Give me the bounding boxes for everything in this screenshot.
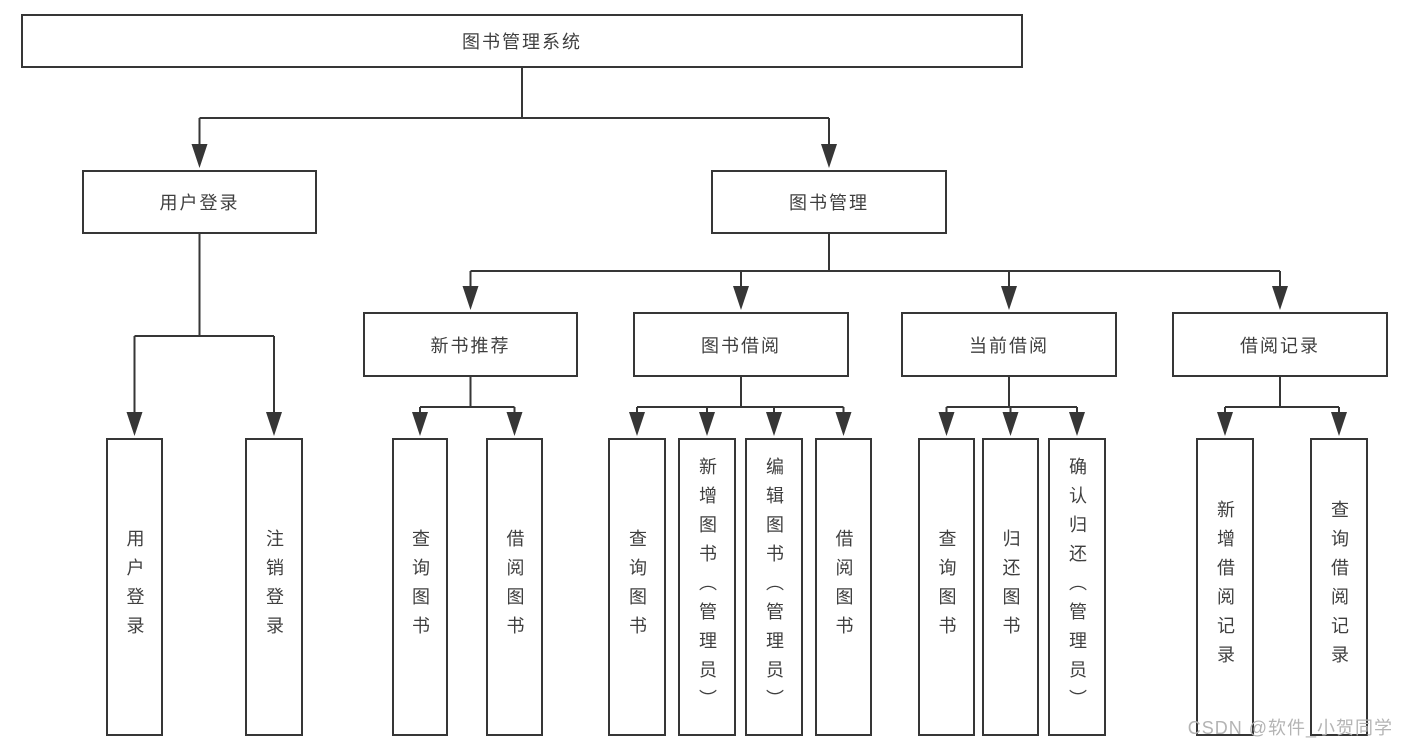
- node-book-borrow: 图书借阅: [633, 312, 849, 377]
- leaf-user-login: 用户登录: [106, 438, 163, 736]
- node-root: 图书管理系统: [21, 14, 1023, 68]
- leaf-query-record-label: 查询借阅记录: [1329, 500, 1349, 674]
- node-current-borrow-label: 当前借阅: [969, 335, 1049, 356]
- node-root-label: 图书管理系统: [462, 32, 582, 52]
- csdn-watermark: CSDN @软件_小贺同学: [1187, 718, 1393, 738]
- node-borrow-record: 借阅记录: [1172, 312, 1388, 377]
- leaf-return-book: 归还图书: [982, 438, 1039, 736]
- leaf-logout: 注销登录: [245, 438, 303, 736]
- node-user-login-label: 用户登录: [159, 193, 240, 213]
- leaf-borrow-book-2: 借阅图书: [815, 438, 872, 736]
- node-book-mgmt: 图书管理: [711, 170, 947, 234]
- node-current-borrow: 当前借阅: [901, 312, 1117, 377]
- leaf-query-book-2: 查询图书: [608, 438, 666, 736]
- leaf-confirm-return-label: 确认归还（管理员）: [1067, 456, 1087, 718]
- leaf-edit-book-label: 编辑图书（管理员）: [764, 456, 784, 718]
- leaf-logout-label: 注销登录: [264, 529, 284, 645]
- node-book-borrow-label: 图书借阅: [701, 335, 781, 356]
- node-new-book-rec-label: 新书推荐: [430, 335, 511, 356]
- leaf-query-book-1-label: 查询图书: [410, 529, 430, 645]
- leaf-user-login-label: 用户登录: [124, 529, 145, 645]
- node-new-book-rec: 新书推荐: [363, 312, 578, 377]
- leaf-borrow-book-2-label: 借阅图书: [833, 529, 854, 645]
- arrowheads: [126, 144, 1347, 436]
- leaf-add-record: 新增借阅记录: [1196, 438, 1254, 736]
- leaf-edit-book: 编辑图书（管理员）: [745, 438, 803, 736]
- leaf-query-book-3: 查询图书: [918, 438, 975, 736]
- leaf-return-book-label: 归还图书: [1000, 529, 1021, 645]
- leaf-borrow-book-1: 借阅图书: [486, 438, 543, 736]
- node-borrow-record-label: 借阅记录: [1240, 335, 1320, 356]
- leaf-query-record: 查询借阅记录: [1310, 438, 1368, 736]
- leaf-confirm-return: 确认归还（管理员）: [1048, 438, 1106, 736]
- leaf-borrow-book-1-label: 借阅图书: [504, 529, 525, 645]
- leaf-add-book-label: 新增图书（管理员）: [697, 456, 717, 718]
- leaf-add-book: 新增图书（管理员）: [678, 438, 736, 736]
- leaf-query-book-2-label: 查询图书: [627, 529, 647, 645]
- leaf-query-book-3-label: 查询图书: [936, 529, 957, 645]
- node-user-login: 用户登录: [82, 170, 317, 234]
- leaf-add-record-label: 新增借阅记录: [1215, 500, 1235, 674]
- node-book-mgmt-label: 图书管理: [789, 193, 869, 213]
- leaf-query-book-1: 查询图书: [392, 438, 448, 736]
